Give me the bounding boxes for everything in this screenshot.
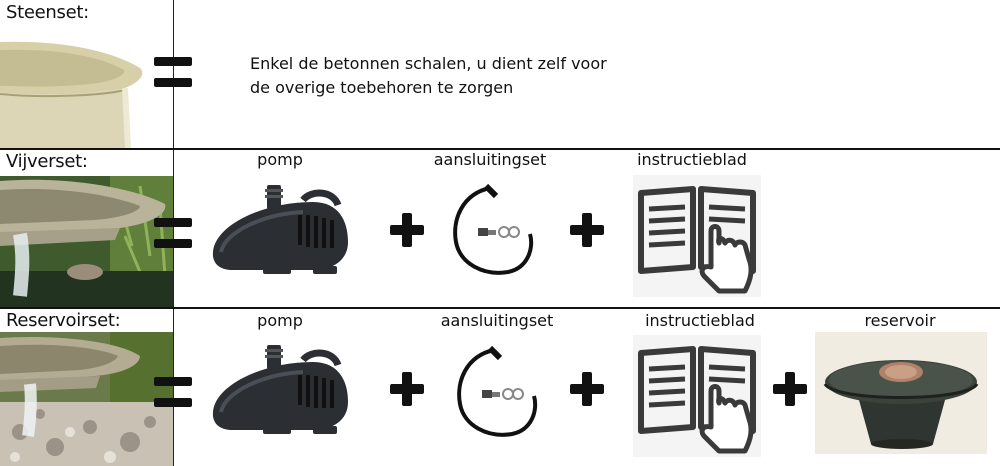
description-line-1: Enkel de betonnen schalen, u dient zelf … [250,54,607,73]
row-label-steenset: Steenset: [6,2,89,23]
instruction-book-icon [633,335,761,457]
row-label-vijverset: Vijverset: [6,151,88,172]
hose-kit-icon [448,180,538,280]
plus-sign-icon [570,213,604,247]
pond-fountain-photo [0,176,173,307]
pump-icon [203,340,353,440]
caption-instructieblad: instructieblad [637,150,747,169]
caption-aansluitingset: aansluitingset [440,311,554,330]
caption-pomp: pomp [257,311,303,330]
plus-sign-icon [390,372,424,406]
caption-reservoir: reservoir [864,311,936,330]
equals-sign-icon [154,218,192,248]
equals-sign-icon [154,57,192,87]
column-divider [173,0,174,466]
reservoir-icon [815,332,987,454]
plus-sign-icon [773,372,807,406]
caption-pomp: pomp [257,150,303,169]
hose-kit-icon [452,342,542,442]
stone-bowl-photo [0,30,173,148]
description-line-2: de overige toebehoren te zorgen [250,78,514,97]
equals-sign-icon [154,377,192,407]
caption-aansluitingset: aansluitingset [433,150,547,169]
steenset-description: Enkel de betonnen schalen, u dient zelf … [250,52,670,100]
instruction-book-icon [633,175,761,297]
plus-sign-icon [390,213,424,247]
caption-instructieblad: instructieblad [645,311,755,330]
gravel-fountain-photo [0,332,173,466]
row-label-reservoirset: Reservoirset: [6,310,121,331]
plus-sign-icon [570,372,604,406]
row-divider-2 [0,307,1000,309]
row-divider-1 [0,148,1000,150]
pump-icon [203,180,353,280]
